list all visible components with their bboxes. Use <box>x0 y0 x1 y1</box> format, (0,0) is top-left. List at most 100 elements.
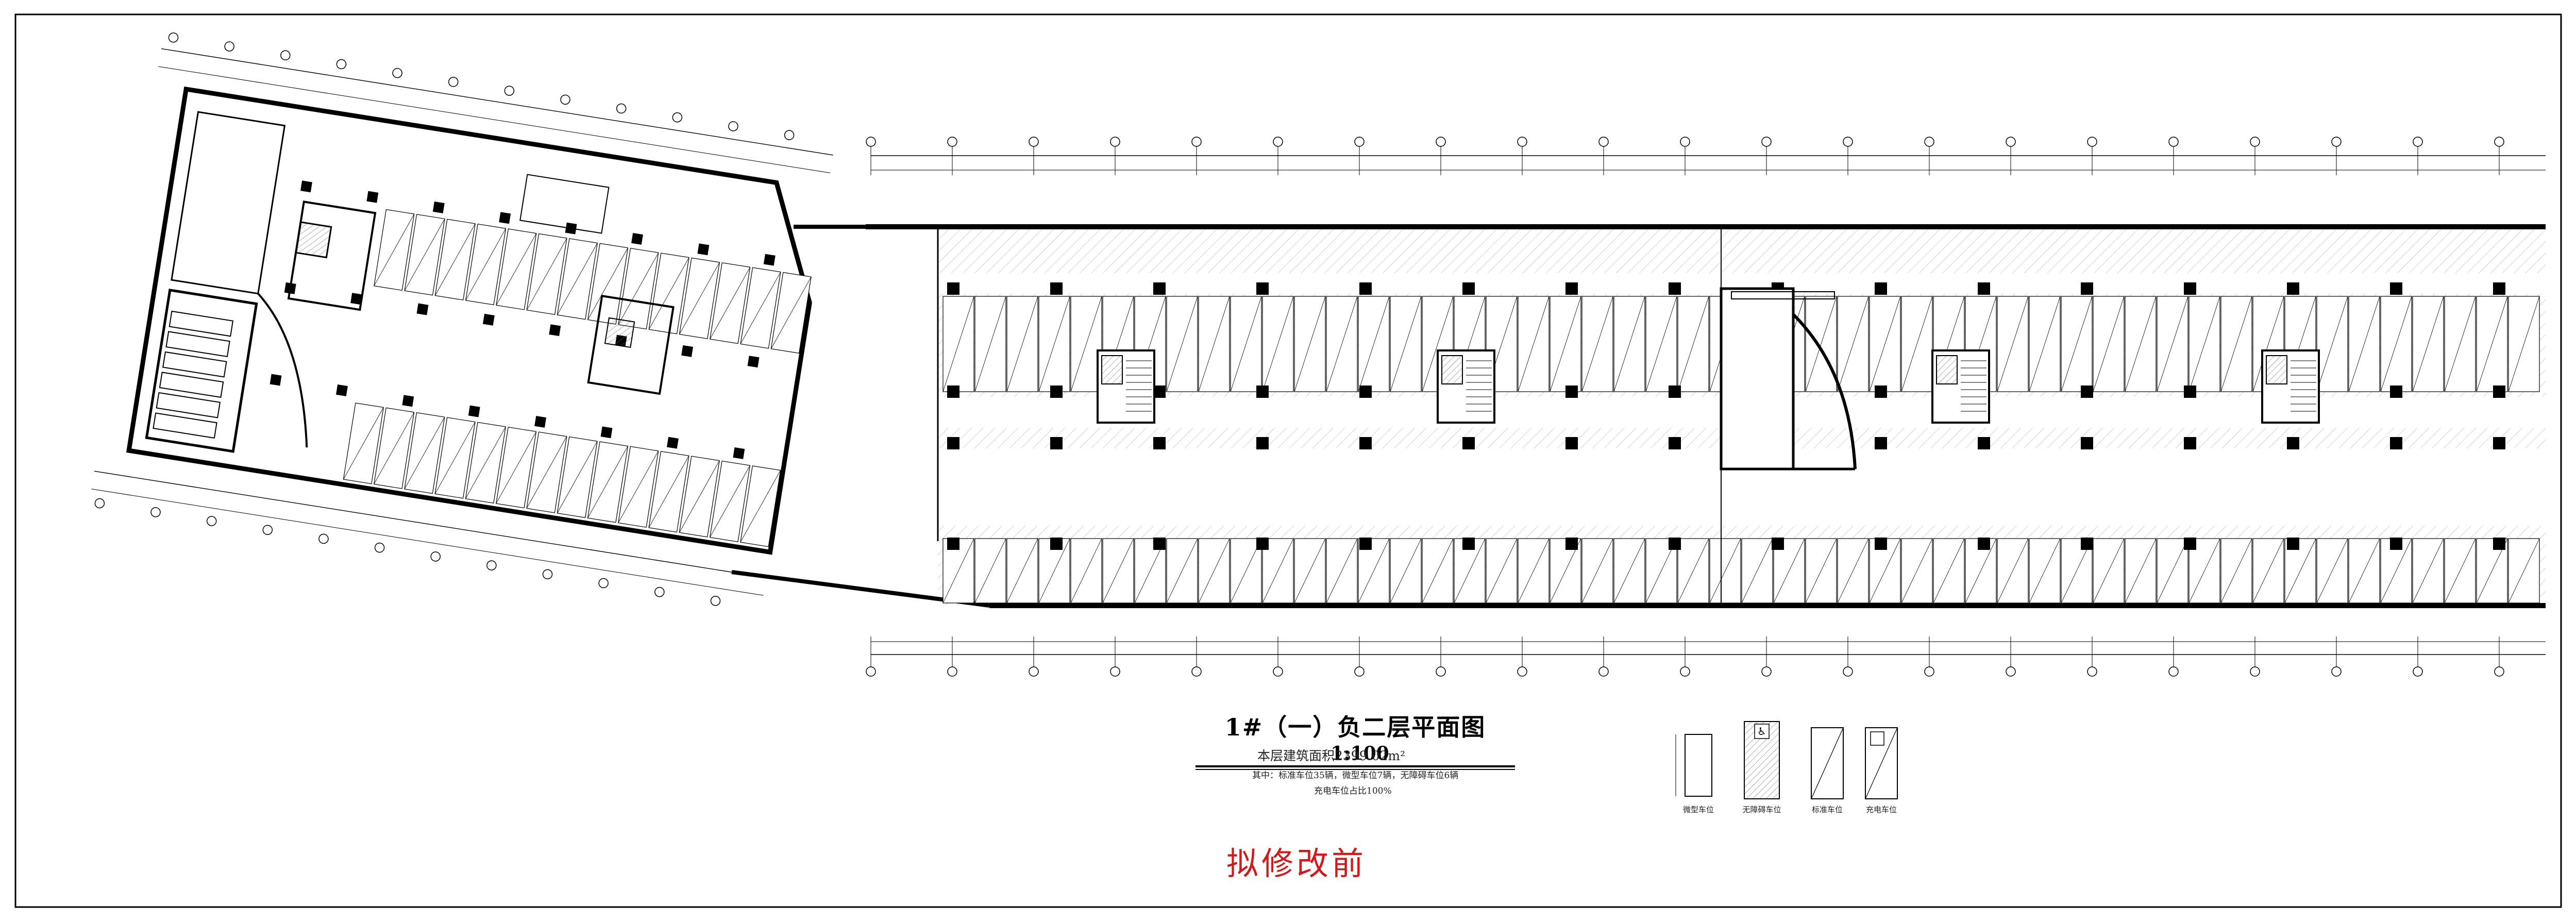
grid-bubble <box>2168 137 2179 147</box>
structural-column <box>1875 437 1887 449</box>
stall-diagonal <box>2284 538 2316 604</box>
structural-column <box>2081 282 2093 295</box>
stall-diagonal <box>679 262 720 334</box>
stall-diagonal <box>2125 538 2157 604</box>
structural-column <box>2390 437 2402 449</box>
grid-bubble <box>1436 666 1446 677</box>
structural-column <box>1256 538 1269 550</box>
structural-column <box>1565 282 1578 295</box>
stall-diagonal <box>1294 538 1326 604</box>
stall-diagonal <box>465 426 506 499</box>
storage-room <box>156 392 221 418</box>
grid-bubble <box>224 41 234 52</box>
structural-column <box>2390 282 2402 295</box>
stall-diagonal <box>2252 538 2284 604</box>
storage-room <box>162 351 227 378</box>
stall-diagonal <box>2157 296 2188 392</box>
structural-column <box>1978 538 1990 550</box>
stall-diagonal <box>496 233 537 306</box>
stall-diagonal <box>1230 296 1262 392</box>
stall-diagonal <box>404 219 445 291</box>
stall-diagonal <box>648 456 689 528</box>
structural-column <box>432 202 445 213</box>
stall-diagonal <box>526 238 567 310</box>
stall-diagonal <box>1326 538 1358 604</box>
stall-diagonal <box>496 431 536 504</box>
structural-column <box>1875 538 1887 550</box>
legend-label-charging: 充电车位 <box>1865 805 1897 814</box>
structural-column <box>2287 282 2299 295</box>
stall-diagonal <box>1997 538 2029 604</box>
stall-diagonal <box>1933 538 1965 604</box>
stall-diagonal <box>1486 538 1518 604</box>
stall-diagonal <box>2508 296 2540 392</box>
structural-column <box>499 212 511 224</box>
grid-bubble <box>1273 666 1283 677</box>
drawing-title: 1#（一）负二层平面图 <box>1224 713 1486 741</box>
stall-diagonal <box>2316 296 2348 392</box>
stall-diagonal <box>710 465 750 538</box>
drawing-title-block: 1#（一）负二层平面图1:100 <box>1196 709 1515 770</box>
main-plan <box>866 137 2546 677</box>
structural-column <box>1050 538 1063 550</box>
grid-bubble <box>1924 666 1934 677</box>
grid-bubble <box>2006 137 2016 147</box>
drawing-scale: 1:100 <box>1331 743 1389 764</box>
stall-diagonal <box>618 450 659 523</box>
standard-parking-icon <box>1811 727 1844 799</box>
structural-column <box>2184 538 2196 550</box>
structural-column <box>1050 282 1063 295</box>
grid-bubble <box>2413 137 2423 147</box>
structural-column <box>1875 282 1887 295</box>
stall-diagonal <box>974 538 1006 604</box>
grid-bubble <box>504 86 515 96</box>
stall-diagonal <box>2380 296 2412 392</box>
grid-bubble <box>728 121 738 131</box>
stall-diagonal <box>770 277 812 349</box>
structural-column <box>366 191 379 203</box>
structural-column <box>482 313 495 326</box>
grid-bubble <box>560 94 570 105</box>
stall-diagonal <box>1070 296 1102 392</box>
stall-diagonal <box>2348 538 2380 604</box>
stall-diagonal <box>557 243 598 315</box>
structural-column <box>1462 282 1475 295</box>
grid-bubble <box>280 50 291 61</box>
grid-bubble <box>2087 137 2097 147</box>
grid-bubble <box>2250 137 2260 147</box>
stall-diagonal <box>2412 538 2444 604</box>
structural-column <box>2493 282 2505 295</box>
grid-bubble <box>336 59 347 70</box>
sheet-border <box>14 13 2562 908</box>
stall-diagonal <box>2125 296 2157 392</box>
stall-diagonal <box>2093 296 2125 392</box>
stall-diagonal <box>1805 296 1837 392</box>
structural-column <box>336 384 348 396</box>
charging-parking-icon <box>1865 727 1898 799</box>
grid-bubble <box>1191 137 1202 147</box>
structural-column <box>947 538 959 550</box>
structural-column <box>947 437 959 449</box>
structural-column <box>747 356 760 368</box>
grid-bubble <box>1598 666 1609 677</box>
grid-bubble <box>2006 666 2016 677</box>
stall-diagonal <box>648 257 689 330</box>
grid-bubble <box>2250 666 2260 677</box>
stall-diagonal <box>2252 296 2284 392</box>
micro-parking-icon <box>1675 734 1712 797</box>
grid-bubble <box>1029 137 1039 147</box>
structural-column <box>1153 437 1166 449</box>
structural-column <box>1772 538 1784 550</box>
stall-diagonal <box>465 228 506 301</box>
grid-bubble <box>710 596 721 606</box>
grid-bubble <box>1436 137 1446 147</box>
grid-bubble <box>1029 666 1039 677</box>
grid-bubble <box>1517 137 1527 147</box>
structural-column <box>402 395 414 407</box>
stall-diagonal <box>1677 538 1709 604</box>
stall-diagonal <box>1581 538 1613 604</box>
stall-diagonal <box>618 253 659 325</box>
stall-diagonal <box>1773 538 1805 604</box>
structural-column <box>681 345 694 357</box>
